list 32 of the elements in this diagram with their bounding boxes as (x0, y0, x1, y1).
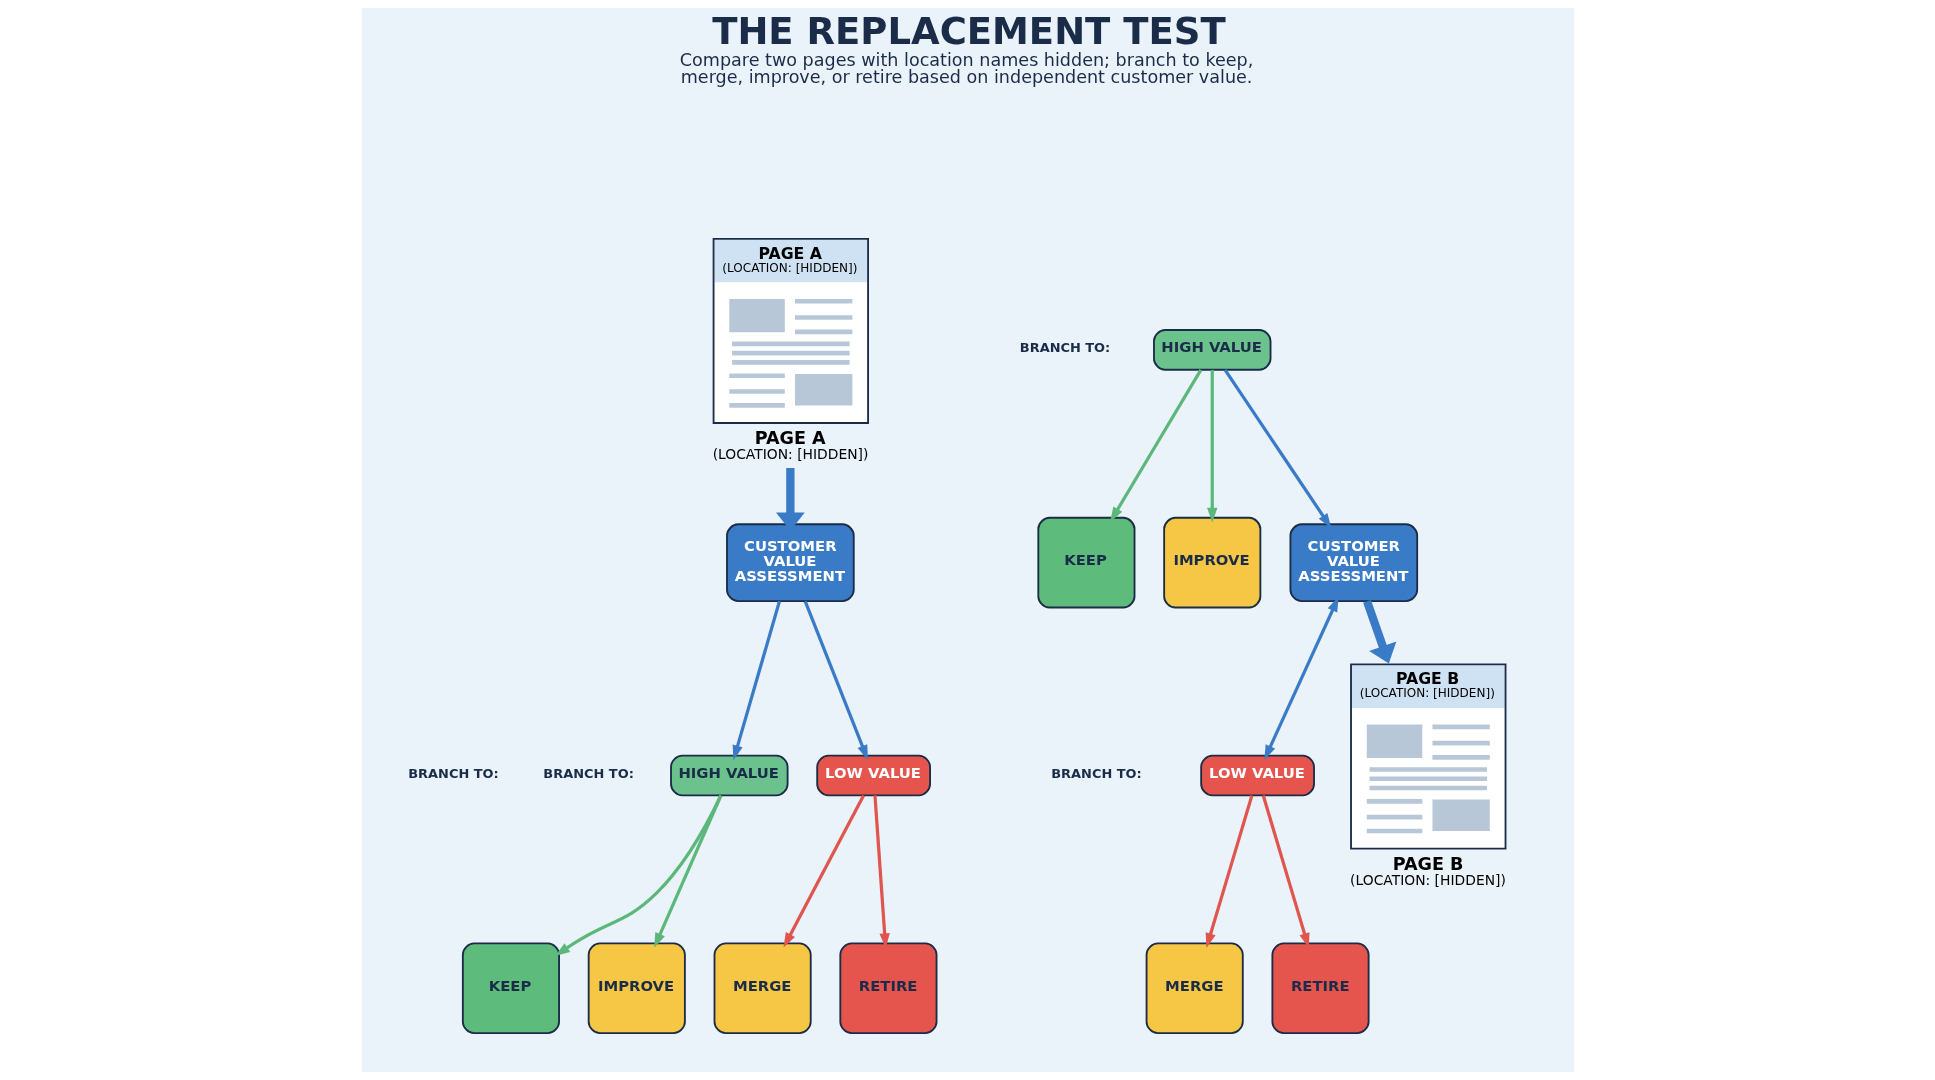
arrow (653, 794, 722, 948)
label: BRANCH TO: (1050, 765, 1142, 781)
arrow (554, 795, 722, 956)
node-box: KEEP (461, 942, 560, 1035)
node-box: HIGH VALUE (669, 754, 788, 797)
node-box: IMPROVE (587, 942, 686, 1035)
arrow (1362, 599, 1396, 664)
arrow (1205, 795, 1253, 948)
node-box: RETIRE (1270, 942, 1370, 1035)
arrow (1206, 369, 1217, 523)
arrow (783, 794, 865, 948)
arrow (1261, 795, 1309, 948)
node-box: MERGE (1145, 942, 1244, 1035)
node-box: CUSTOMER VALUE ASSESSMENT (1289, 523, 1418, 602)
label: BRANCH TO: (1019, 340, 1110, 356)
node-box: KEEP (1036, 516, 1135, 609)
arrow (1223, 369, 1331, 529)
arrow (1109, 369, 1202, 522)
node-box: IMPROVE (1162, 516, 1261, 609)
arrow (803, 600, 868, 760)
label: BRANCH TO: (542, 765, 634, 781)
node-box: LOW VALUE (1199, 754, 1315, 797)
arrow (732, 600, 781, 761)
node-box: RETIRE (838, 942, 937, 1035)
node-label: (LOCATION: [HIDDEN]) (712, 446, 868, 463)
node-box: CUSTOMER VALUE ASSESSMENT (725, 523, 855, 602)
label: BRANCH TO: (407, 765, 499, 781)
node-box: LOW VALUE (815, 754, 931, 797)
node-box: HIGH VALUE (1152, 329, 1271, 371)
node-box: MERGE (713, 942, 812, 1035)
node-label: PAGE A (754, 428, 826, 449)
caption: Compare two pages with location names hidden; branch to keep, merge, improve, or retire based on independent customer value. (679, 49, 1253, 88)
